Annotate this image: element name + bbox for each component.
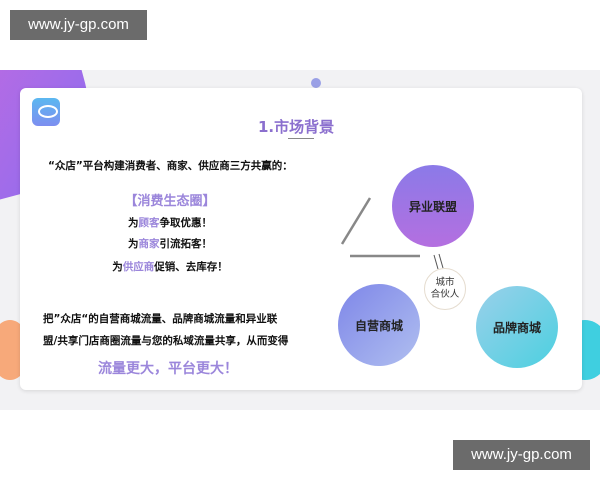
title-underline: [288, 138, 314, 139]
slide: 1.市场背景 “众店”平台构建消费者、商家、供应商三方共赢的： 【消费生态圈】 …: [0, 70, 600, 410]
benefit-line: 为商家引流拓客！: [128, 238, 212, 250]
benefit-line: 为顾客争取优惠！: [128, 217, 212, 229]
slide-card: 1.市场背景 “众店”平台构建消费者、商家、供应商三方共赢的： 【消费生态圈】 …: [20, 88, 582, 390]
watermark-top: www.jy-gp.com: [10, 10, 147, 40]
node-left: 自营商城: [338, 284, 420, 366]
paragraph-line: 盟/共享门店商圈流量与您的私域流量共享，从而变得: [43, 335, 289, 347]
watermark-bottom: www.jy-gp.com: [453, 440, 590, 470]
slogan: 流量更大，平台更大！: [98, 361, 238, 377]
node-top: 异业联盟: [392, 165, 474, 247]
decor-dot: [311, 78, 321, 88]
intro-text: “众店”平台构建消费者、商家、供应商三方共赢的：: [48, 160, 293, 172]
node-right: 品牌商城: [476, 286, 558, 368]
paragraph-line: 把”众店“的自营商城流量、品牌商城流量和异业联: [43, 313, 278, 325]
node-center: 城市合伙人: [424, 268, 466, 310]
benefit-line: 为供应商促销、去库存！: [112, 261, 228, 273]
eco-title: 【消费生态圈】: [124, 194, 216, 209]
slide-title: 1.市场背景: [258, 118, 335, 136]
app-logo-icon: [32, 98, 60, 126]
